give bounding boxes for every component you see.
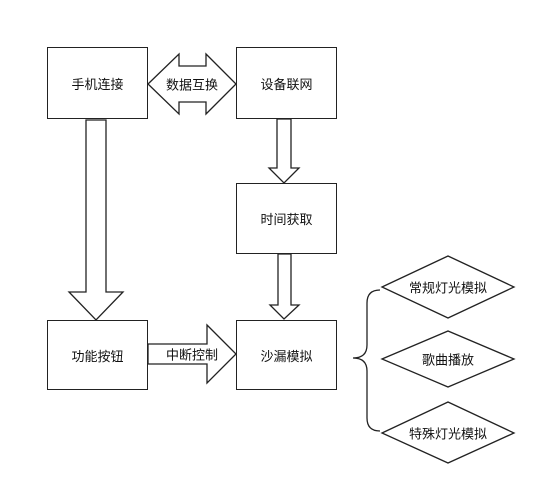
- node-time-fetch: 时间获取: [236, 183, 337, 254]
- curly-brace: [352, 289, 381, 432]
- arrow-time-to-hourglass: [268, 253, 301, 320]
- diamond-special-light: [380, 401, 516, 464]
- diamond-special-light-label: 特殊灯光模拟: [408, 427, 488, 443]
- arrow-phone-to-button: [67, 119, 125, 321]
- diamond-song: [380, 330, 516, 388]
- edge-label-interrupt-control: 中断控制: [165, 348, 219, 364]
- node-function-button-label: 功能按钮: [71, 349, 124, 365]
- node-phone-connection-label: 手机连接: [71, 77, 124, 93]
- diamond-normal-light-label: 常规灯光模拟: [408, 281, 488, 297]
- arrow-device-to-time: [267, 118, 301, 184]
- node-phone-connection: 手机连接: [47, 47, 148, 119]
- node-hourglass-sim-label: 沙漏模拟: [260, 349, 313, 365]
- edge-label-data-exchange: 数据互换: [165, 78, 219, 94]
- node-device-network: 设备联网: [236, 47, 337, 119]
- diamond-song-label: 歌曲播放: [421, 353, 475, 369]
- arrow-interrupt-control: [147, 323, 237, 385]
- diamond-normal-light: [380, 255, 516, 319]
- node-device-network-label: 设备联网: [260, 77, 313, 93]
- node-hourglass-sim: 沙漏模拟: [236, 320, 337, 390]
- node-time-fetch-label: 时间获取: [260, 213, 313, 228]
- node-function-button: 功能按钮: [47, 320, 148, 390]
